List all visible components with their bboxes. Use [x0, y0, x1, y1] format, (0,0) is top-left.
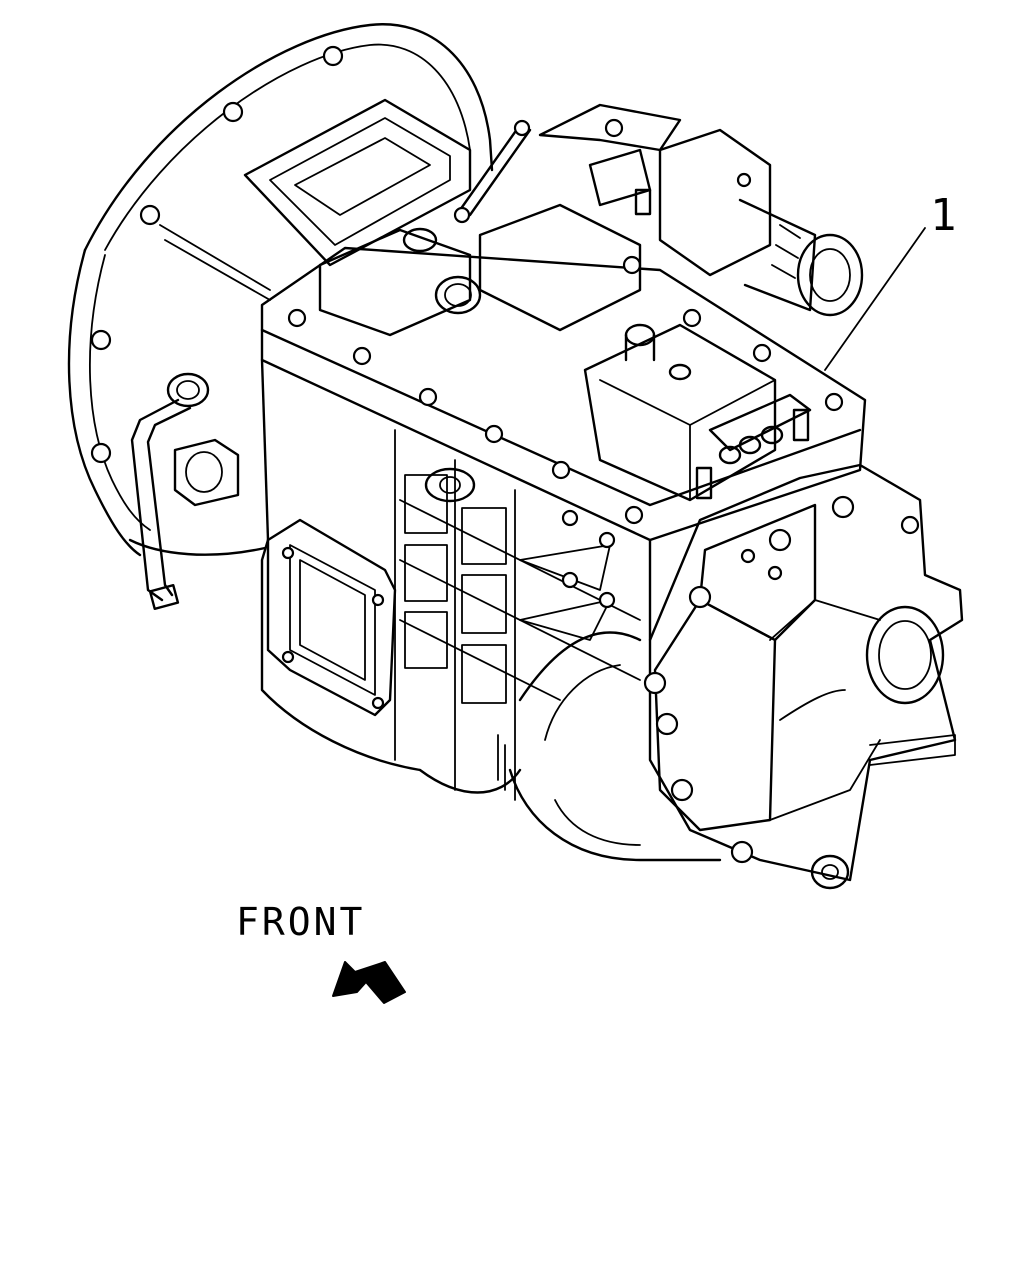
bell-housing — [67, 23, 494, 557]
cover-bolt — [824, 392, 844, 412]
shift-cover — [318, 203, 777, 502]
cover-bolt — [418, 387, 438, 407]
breather-tube — [130, 372, 210, 610]
switch-rail — [695, 393, 812, 500]
cover-bolt — [287, 308, 307, 328]
cover-bolt — [624, 505, 644, 525]
pto-opening — [266, 518, 397, 717]
cover-bolt — [752, 343, 772, 363]
front-direction-label: FRONT — [236, 900, 366, 944]
cover-bolt — [484, 424, 504, 444]
case-ribs — [394, 429, 641, 801]
side-port — [173, 438, 240, 507]
top-vent — [243, 98, 472, 267]
cover-bolt — [352, 346, 372, 366]
rear-housing — [643, 463, 964, 890]
flange-bolt — [222, 101, 244, 123]
flange-bolt — [139, 204, 161, 226]
shift-linkage — [453, 103, 682, 224]
callout-label: 1 — [930, 190, 957, 241]
cover-bolt — [551, 460, 571, 480]
front-arrow-icon — [332, 961, 406, 1004]
lower-case — [497, 631, 722, 862]
flange-bolt — [90, 442, 112, 464]
air-cylinder — [634, 128, 864, 317]
cover-bolt — [622, 255, 642, 275]
callout-leader — [824, 227, 926, 371]
cover-bolt — [682, 308, 702, 328]
flange-bolt — [90, 329, 112, 351]
flange-bolt — [322, 45, 344, 67]
main-case — [260, 246, 867, 794]
